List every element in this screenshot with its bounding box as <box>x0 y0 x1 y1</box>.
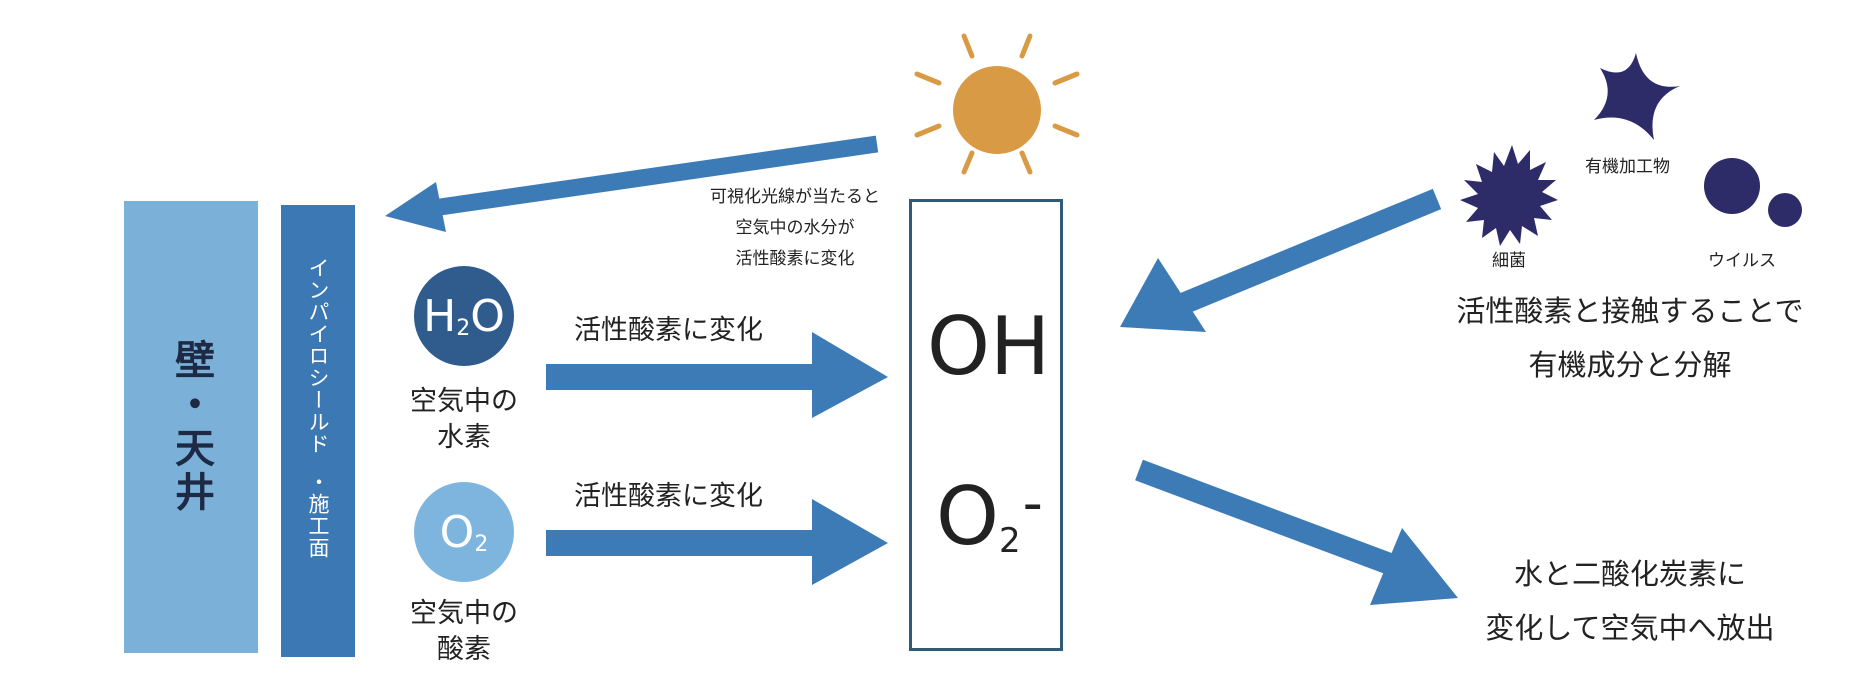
reaction-box <box>909 199 1063 651</box>
contaminant-arrow <box>1120 188 1442 332</box>
h2o-caption: 空気中の 水素 <box>394 384 534 456</box>
spiky-ball-icon <box>1460 145 1558 246</box>
h2o-arrow-label: 活性酸素に変化 <box>574 315 763 346</box>
o2-main: O <box>439 506 475 558</box>
sun-icon <box>914 33 1080 175</box>
h2o-sub: 2 <box>456 315 471 341</box>
star-icon <box>1594 53 1680 140</box>
o2-sub: 2 <box>474 531 489 557</box>
superoxide-main: O <box>936 470 999 563</box>
o2-caption-line-1: 空気中の <box>410 598 518 629</box>
h2o-tail: O <box>470 290 505 342</box>
sun-note-line-2: 空気中の水分が <box>735 218 855 238</box>
organic-label: 有機加工物 <box>1585 157 1670 177</box>
o2-caption: 空気中の 酸素 <box>394 596 534 668</box>
wall-panel: 壁・天井 <box>124 201 258 653</box>
sun-note-line-3: 活性酸素に変化 <box>735 249 855 269</box>
output-note-line-1: 水と二酸化炭素に <box>1513 557 1746 591</box>
wall-label: 壁・天井 <box>168 339 214 515</box>
h2o-caption-line-2: 水素 <box>437 422 491 453</box>
output-note-line-2: 変化して空気中へ放出 <box>1485 611 1775 645</box>
o2-caption-line-2: 酸素 <box>437 634 491 665</box>
circle-icon <box>1704 158 1802 227</box>
output-note: 水と二酸化炭素に 変化して空気中へ放出 <box>1430 547 1830 655</box>
output-arrow <box>1135 459 1458 605</box>
superoxide-charge: - <box>1022 471 1043 536</box>
contaminant-note-line-2: 有機成分と分解 <box>1528 348 1732 382</box>
bacteria-label: 細菌 <box>1492 251 1526 271</box>
virus-label: ウイルス <box>1708 251 1776 271</box>
h2o-arrow <box>546 332 888 418</box>
sunlight-arrow <box>385 135 879 232</box>
contaminant-note: 活性酸素と接触することで 有機成分と分解 <box>1430 284 1830 392</box>
shield-panel: インパイロシールド ・施工面 <box>281 205 355 657</box>
o2-arrow-label: 活性酸素に変化 <box>574 481 763 512</box>
shield-sublabel: ・施工面 <box>306 471 330 559</box>
sun-note: 可視化光線が当たると 空気中の水分が 活性酸素に変化 <box>695 182 895 275</box>
superoxide-label: O2- <box>936 470 1043 563</box>
shield-label: インパイロシールド <box>306 257 330 455</box>
sun-note-line-1: 可視化光線が当たると <box>710 187 880 207</box>
hydroxyl-label: OH <box>927 300 1051 393</box>
h2o-caption-line-1: 空気中の <box>410 386 518 417</box>
contaminant-note-line-1: 活性酸素と接触することで <box>1456 294 1804 328</box>
superoxide-sub: 2 <box>998 521 1021 561</box>
h2o-main: H <box>423 290 457 342</box>
o2-arrow <box>546 499 888 585</box>
